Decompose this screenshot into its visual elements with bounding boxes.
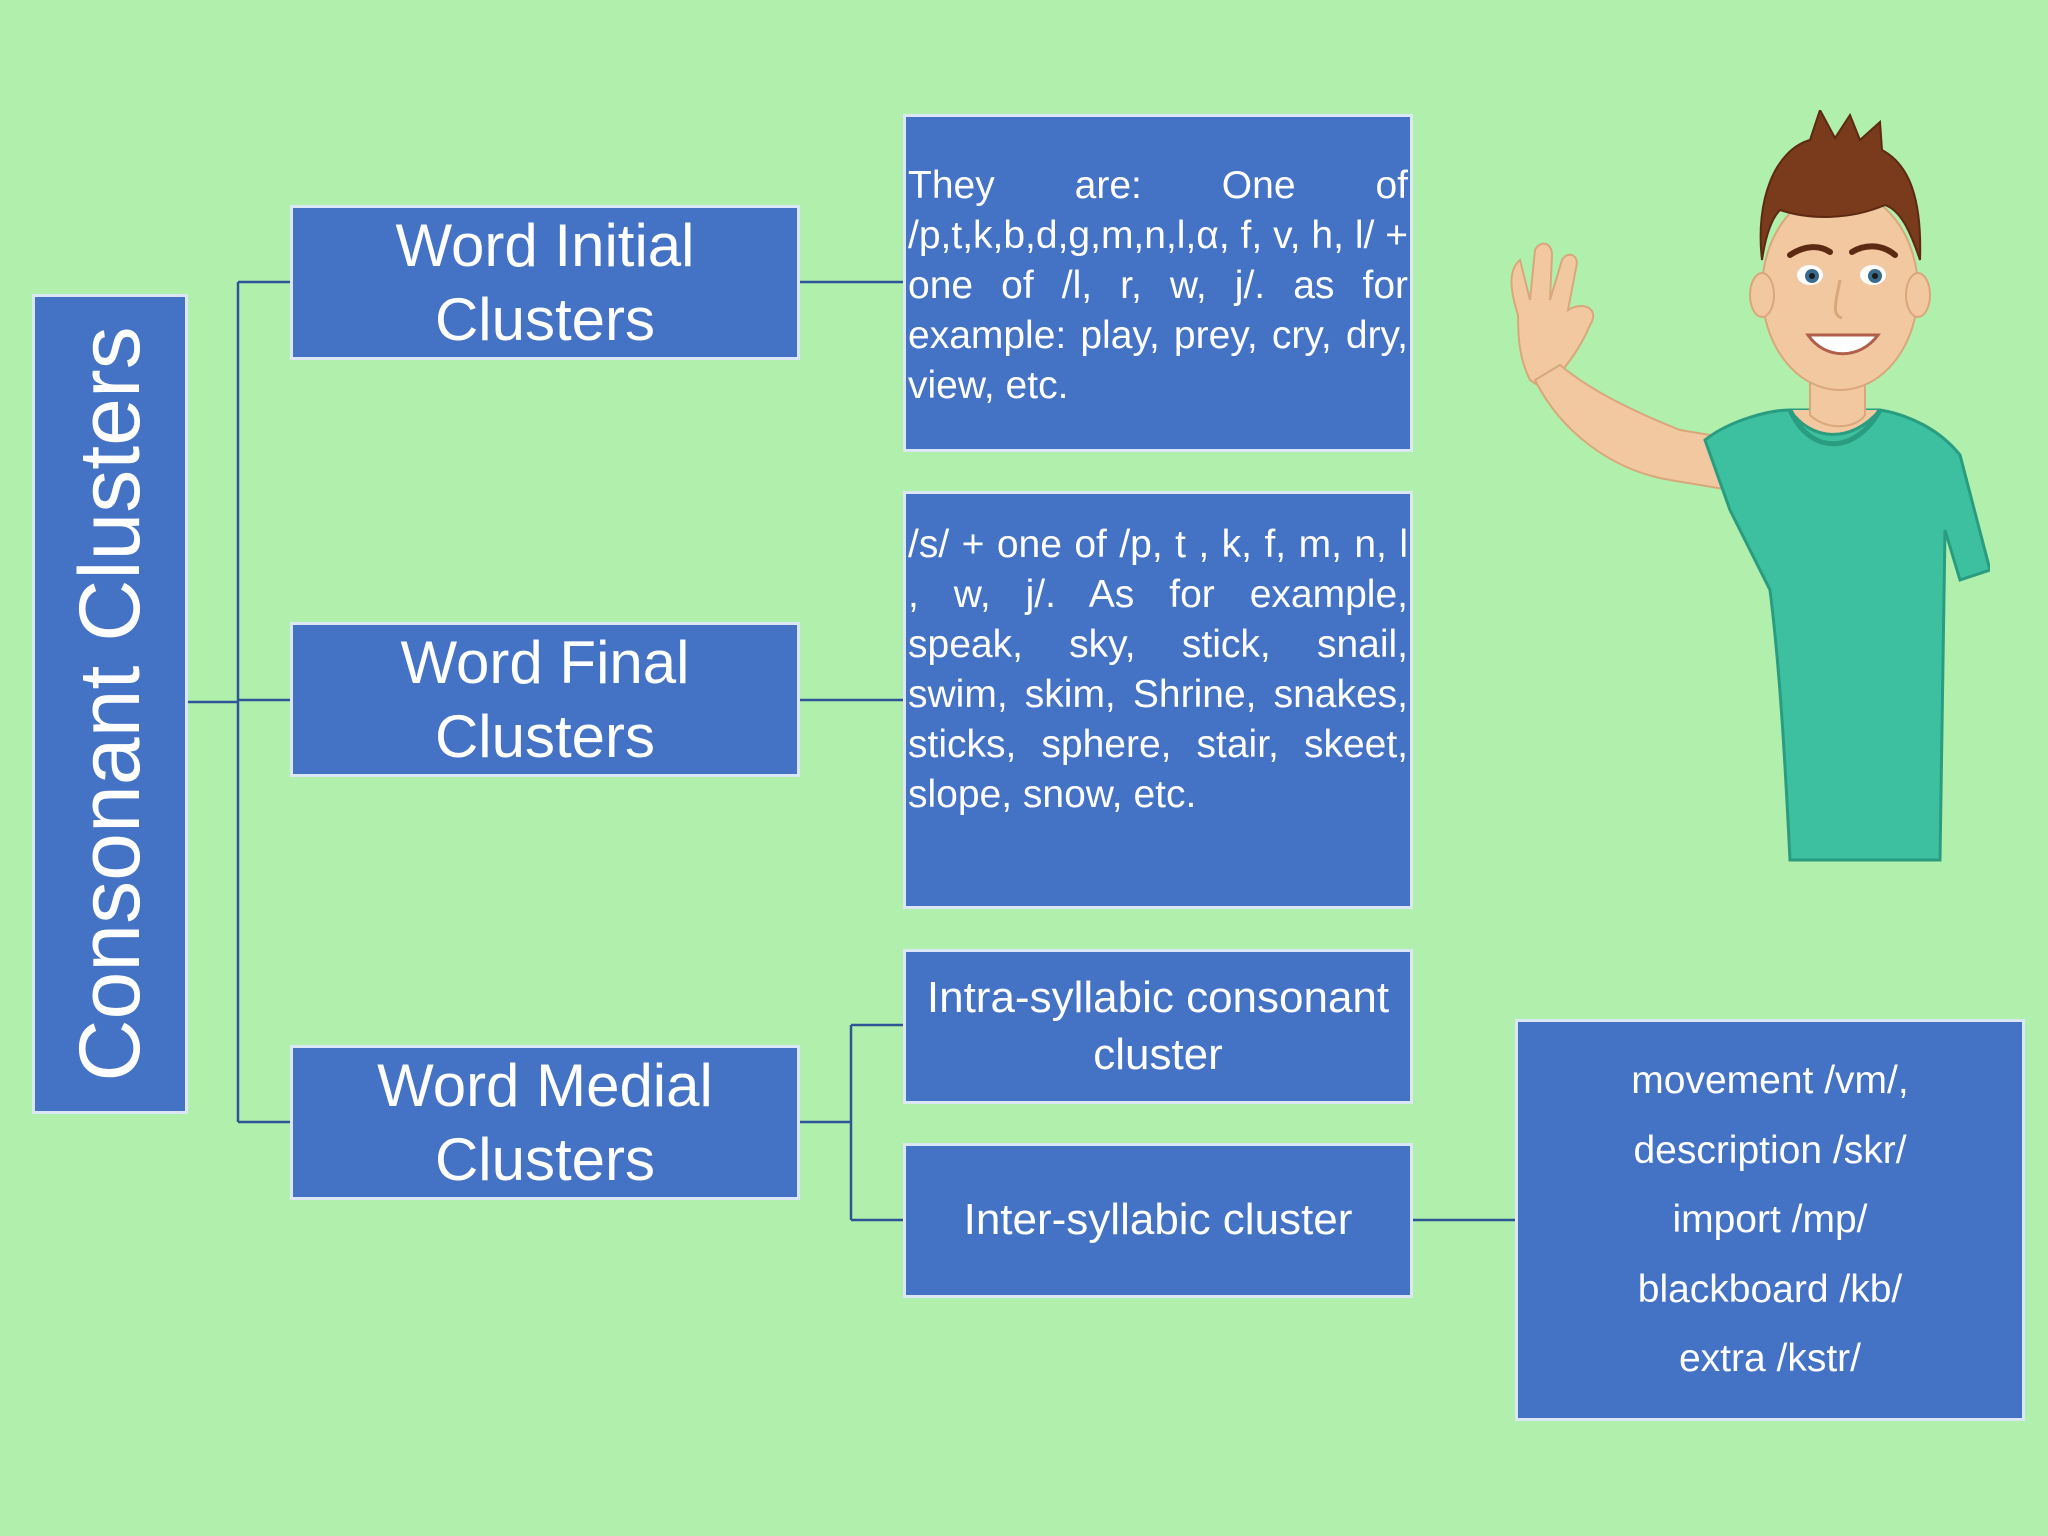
word-initial-line-1: Word Initial bbox=[395, 212, 695, 280]
word-initial-description: They are: One of /p,t,k,b,d,g,m,n,l,α, f… bbox=[908, 164, 1408, 407]
word-final-line-1: Word Final bbox=[400, 629, 690, 697]
intra-syllabic-box: Intra-syllabic consonant cluster bbox=[903, 949, 1413, 1104]
word-final-line-2: Clusters bbox=[434, 702, 656, 770]
example-item: blackboard /kb/ bbox=[1637, 1267, 1903, 1311]
inter-syllabic-examples-box: movement /vm/, description /skr/ import … bbox=[1515, 1019, 2025, 1421]
word-medial-line-1: Word Medial bbox=[377, 1052, 713, 1120]
word-initial-description-box: They are: One of /p,t,k,b,d,g,m,n,l,α, f… bbox=[903, 114, 1413, 452]
example-item: movement /vm/, bbox=[1631, 1059, 1909, 1103]
word-medial-line-2: Clusters bbox=[434, 1125, 656, 1193]
intra-syllabic-label: Intra-syllabic consonant cluster bbox=[926, 973, 1390, 1079]
word-initial-line-2: Clusters bbox=[434, 285, 656, 353]
word-final-box: Word Final Clusters bbox=[290, 622, 800, 777]
inter-syllabic-box: Inter-syllabic cluster bbox=[903, 1143, 1413, 1298]
word-final-description: /s/ + one of /p, t , k, f, m, n, l , w, … bbox=[908, 523, 1408, 816]
example-item: extra /kstr/ bbox=[1678, 1337, 1862, 1381]
word-initial-box: Word Initial Clusters bbox=[290, 205, 800, 360]
inter-syllabic-label: Inter-syllabic cluster bbox=[963, 1195, 1353, 1245]
cartoon-man-illustration bbox=[1510, 110, 1990, 862]
word-final-description-box: /s/ + one of /p, t , k, f, m, n, l , w, … bbox=[903, 491, 1413, 909]
example-item: description /skr/ bbox=[1633, 1128, 1907, 1172]
word-medial-box: Word Medial Clusters bbox=[290, 1045, 800, 1200]
consonant-clusters-root: Consonant Clusters bbox=[32, 294, 188, 1114]
example-item: import /mp/ bbox=[1672, 1198, 1868, 1242]
root-label: Consonant Clusters bbox=[62, 326, 158, 1082]
